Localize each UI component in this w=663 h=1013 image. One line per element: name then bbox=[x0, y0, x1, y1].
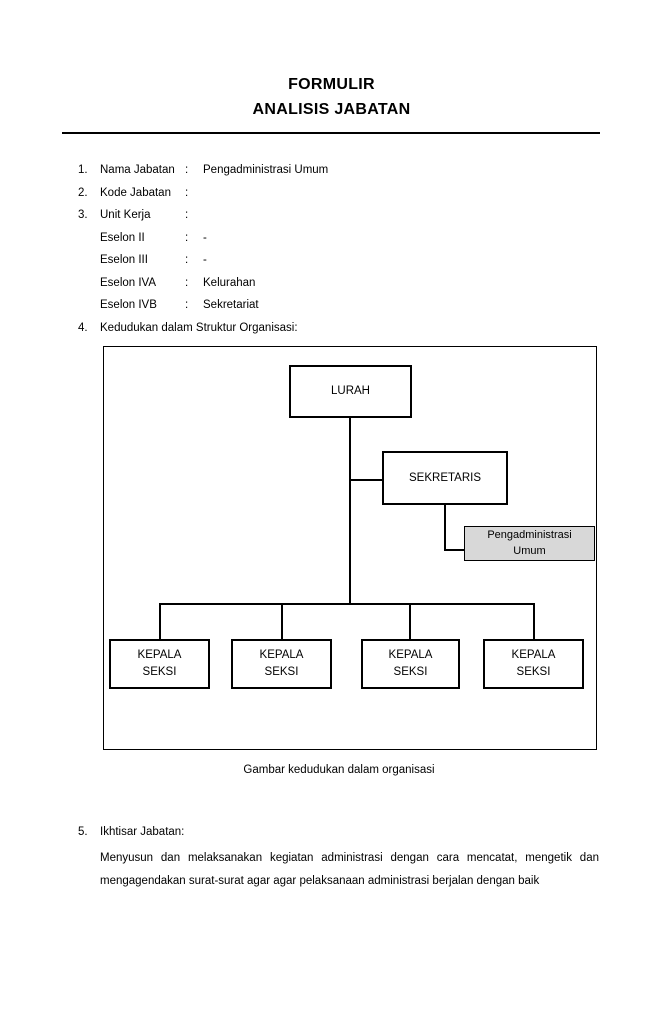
org-box-label: SEKRETARIS bbox=[409, 471, 481, 484]
field-value: Sekretariat bbox=[203, 299, 259, 311]
form-field-list: 1. Nama Jabatan : Pengadministrasi Umum … bbox=[0, 164, 663, 344]
field-colon: : bbox=[185, 276, 189, 289]
title-divider bbox=[62, 132, 600, 134]
field-label: Eselon IVB bbox=[100, 299, 157, 311]
form-title-line1: FORMULIR bbox=[288, 76, 375, 93]
org-box-label-line2: SEKSI bbox=[264, 666, 299, 678]
field-label: Unit Kerja bbox=[100, 209, 151, 221]
form-title-line2: ANALISIS JABATAN bbox=[252, 101, 411, 118]
org-box-label-line2: SEKSI bbox=[516, 666, 551, 678]
connector-drop-3 bbox=[409, 603, 411, 639]
connector-to-sekretaris bbox=[349, 479, 382, 481]
field-row-kedudukan: 4. Kedudukan dalam Struktur Organisasi: bbox=[0, 322, 663, 345]
section5-body-text: Menyusun dan melaksanakan kegiatan admin… bbox=[100, 852, 599, 887]
field-colon: : bbox=[185, 254, 189, 266]
field-colon: : bbox=[185, 186, 189, 199]
section5-heading: Ikhtisar Jabatan: bbox=[100, 826, 185, 838]
field-colon: : bbox=[185, 209, 189, 221]
field-colon: : bbox=[185, 231, 189, 244]
org-box-lurah: LURAH bbox=[289, 365, 412, 418]
connector-horizontal-rail bbox=[159, 603, 535, 605]
field-row-eselon-ii: Eselon II : - bbox=[0, 232, 663, 255]
row-number: 4. bbox=[78, 321, 88, 334]
field-row-kode-jabatan: 2. Kode Jabatan : bbox=[0, 187, 663, 210]
field-value: - bbox=[203, 231, 207, 244]
connector-to-pengadministrasi bbox=[444, 549, 464, 551]
field-row-unit-kerja: 3. Unit Kerja : bbox=[0, 209, 663, 232]
connector-sekretaris-vertical bbox=[444, 505, 446, 551]
org-box-kepala-seksi-4: KEPALA SEKSI bbox=[483, 639, 584, 689]
org-box-pengadministrasi-umum: Pengadministrasi Umum bbox=[464, 526, 595, 561]
field-colon: : bbox=[185, 164, 189, 176]
connector-drop-1 bbox=[159, 603, 161, 639]
org-box-sekretaris: SEKRETARIS bbox=[382, 451, 508, 505]
diagram-caption: Gambar kedudukan dalam organisasi bbox=[243, 764, 435, 776]
connector-drop-2 bbox=[281, 603, 283, 639]
org-box-kepala-seksi-1: KEPALA SEKSI bbox=[109, 639, 210, 689]
field-value: Pengadministrasi Umum bbox=[203, 164, 329, 176]
section5-heading-row: 5. Ikhtisar Jabatan: bbox=[78, 826, 598, 838]
org-box-label-line1: Pengadministrasi bbox=[487, 529, 572, 541]
field-colon: : bbox=[185, 299, 189, 311]
field-label: Kedudukan dalam Struktur Organisasi: bbox=[100, 321, 298, 334]
field-value: - bbox=[203, 254, 207, 266]
row-number: 1. bbox=[78, 164, 88, 176]
org-box-label-line1: KEPALA bbox=[259, 649, 304, 661]
org-box-label-line1: KEPALA bbox=[511, 649, 556, 661]
field-label: Nama Jabatan bbox=[100, 164, 175, 176]
org-box-label-line2: SEKSI bbox=[142, 666, 177, 678]
org-box-label-line2: Umum bbox=[513, 544, 546, 557]
field-label: Eselon IVA bbox=[100, 276, 157, 289]
org-box-label-line1: KEPALA bbox=[388, 649, 433, 661]
field-label: Eselon III bbox=[100, 254, 148, 266]
org-box-label-line1: KEPALA bbox=[137, 649, 182, 661]
org-box-kepala-seksi-3: KEPALA SEKSI bbox=[361, 639, 460, 689]
connector-drop-4 bbox=[533, 603, 535, 639]
field-row-nama-jabatan: 1. Nama Jabatan : Pengadministrasi Umum bbox=[0, 164, 663, 187]
field-label: Eselon II bbox=[100, 231, 145, 244]
field-row-eselon-ivb: Eselon IVB : Sekretariat bbox=[0, 299, 663, 322]
row-number: 2. bbox=[78, 186, 88, 199]
connector-lurah-vertical bbox=[349, 418, 351, 604]
org-box-label-line2: SEKSI bbox=[393, 666, 428, 678]
field-value: Kelurahan bbox=[203, 276, 256, 289]
field-label: Kode Jabatan bbox=[100, 186, 171, 199]
field-row-eselon-iva: Eselon IVA : Kelurahan bbox=[0, 277, 663, 300]
row-number: 5. bbox=[78, 826, 88, 838]
row-number: 3. bbox=[78, 209, 88, 221]
org-chart-frame: LURAH SEKRETARIS Pengadministrasi Umum K… bbox=[103, 346, 597, 750]
org-box-kepala-seksi-2: KEPALA SEKSI bbox=[231, 639, 332, 689]
field-row-eselon-iii: Eselon III : - bbox=[0, 254, 663, 277]
org-box-label: LURAH bbox=[331, 385, 370, 397]
